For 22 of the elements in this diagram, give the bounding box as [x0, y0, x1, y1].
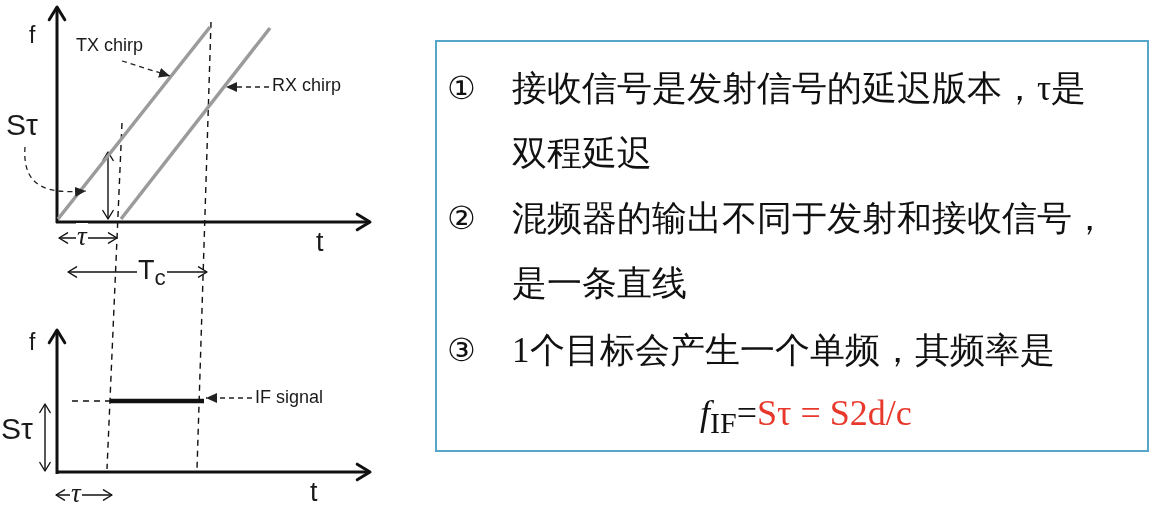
leader-line [121, 60, 171, 78]
list-number: ② [447, 198, 476, 239]
leader-line [205, 393, 253, 403]
list-item-text: 1个目标会产生一个单频，其频率是 [512, 330, 1056, 372]
callout-label: RX chirp [272, 76, 342, 94]
callout-label: IF signal [255, 388, 324, 406]
axis-label: t [310, 479, 318, 506]
signal-line [110, 398, 204, 404]
leader-line [225, 82, 270, 92]
axis-label: f [29, 331, 36, 354]
list-item-text: 混频器的输出不同于发射和接收信号，是一条直线 [512, 198, 1108, 305]
list-number: ③ [447, 330, 476, 371]
callout-label: Sτ [6, 110, 38, 140]
axis-label: t [316, 229, 324, 256]
list-number: ① [447, 68, 476, 109]
formula: f$_{IF}$=Sτ = S2d/c [700, 392, 912, 442]
dimension-label: Sτ [1, 414, 33, 444]
text-panel [435, 40, 1149, 452]
chirp-line [56, 25, 212, 221]
list-item-text: 接收信号是发射信号的延迟版本，τ是双程延迟 [512, 68, 1088, 175]
leader-line [24, 146, 87, 197]
axis-label: f [29, 24, 36, 47]
